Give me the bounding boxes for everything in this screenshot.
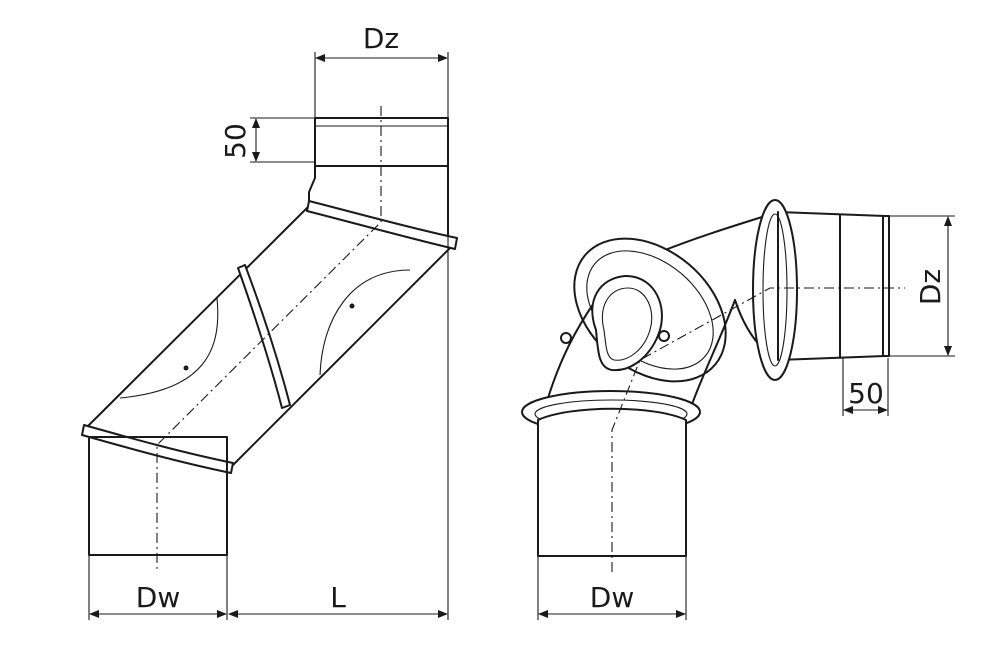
collar-label: 50 <box>219 123 252 159</box>
dz-label: Dz <box>363 22 399 55</box>
right-flange-ring <box>752 199 798 381</box>
offset-pipe-view: Dz 50 Dw L <box>81 22 458 620</box>
lower-clamp-band <box>81 424 234 474</box>
dw-label: Dw <box>136 581 180 614</box>
inner-seam-right <box>319 269 411 376</box>
dw-label: Dw <box>590 581 634 614</box>
elbow-right-edge <box>689 299 736 411</box>
inner-seam-left <box>119 297 219 399</box>
center-line <box>156 106 382 572</box>
bottom-section <box>88 436 228 556</box>
neck-left <box>308 165 316 205</box>
elbow-opening <box>591 274 663 372</box>
l-label: L <box>330 581 346 614</box>
screw-head <box>658 330 670 342</box>
dz-label: Dz <box>914 269 947 305</box>
rivet <box>183 365 189 371</box>
adjustable-elbow-view: Dz 50 Dw <box>521 199 955 620</box>
middle-clamp-band <box>237 264 291 409</box>
right-collar-ring <box>882 215 890 357</box>
rivet <box>349 303 355 309</box>
angled-section-right-edge <box>231 242 456 467</box>
screw-head <box>560 332 572 344</box>
upper-clamp-band <box>306 200 458 250</box>
elbow-center-line <box>611 287 905 572</box>
angled-section-left-edge <box>85 205 310 429</box>
elbow-left-edge <box>547 299 597 399</box>
collar-label: 50 <box>848 377 884 410</box>
